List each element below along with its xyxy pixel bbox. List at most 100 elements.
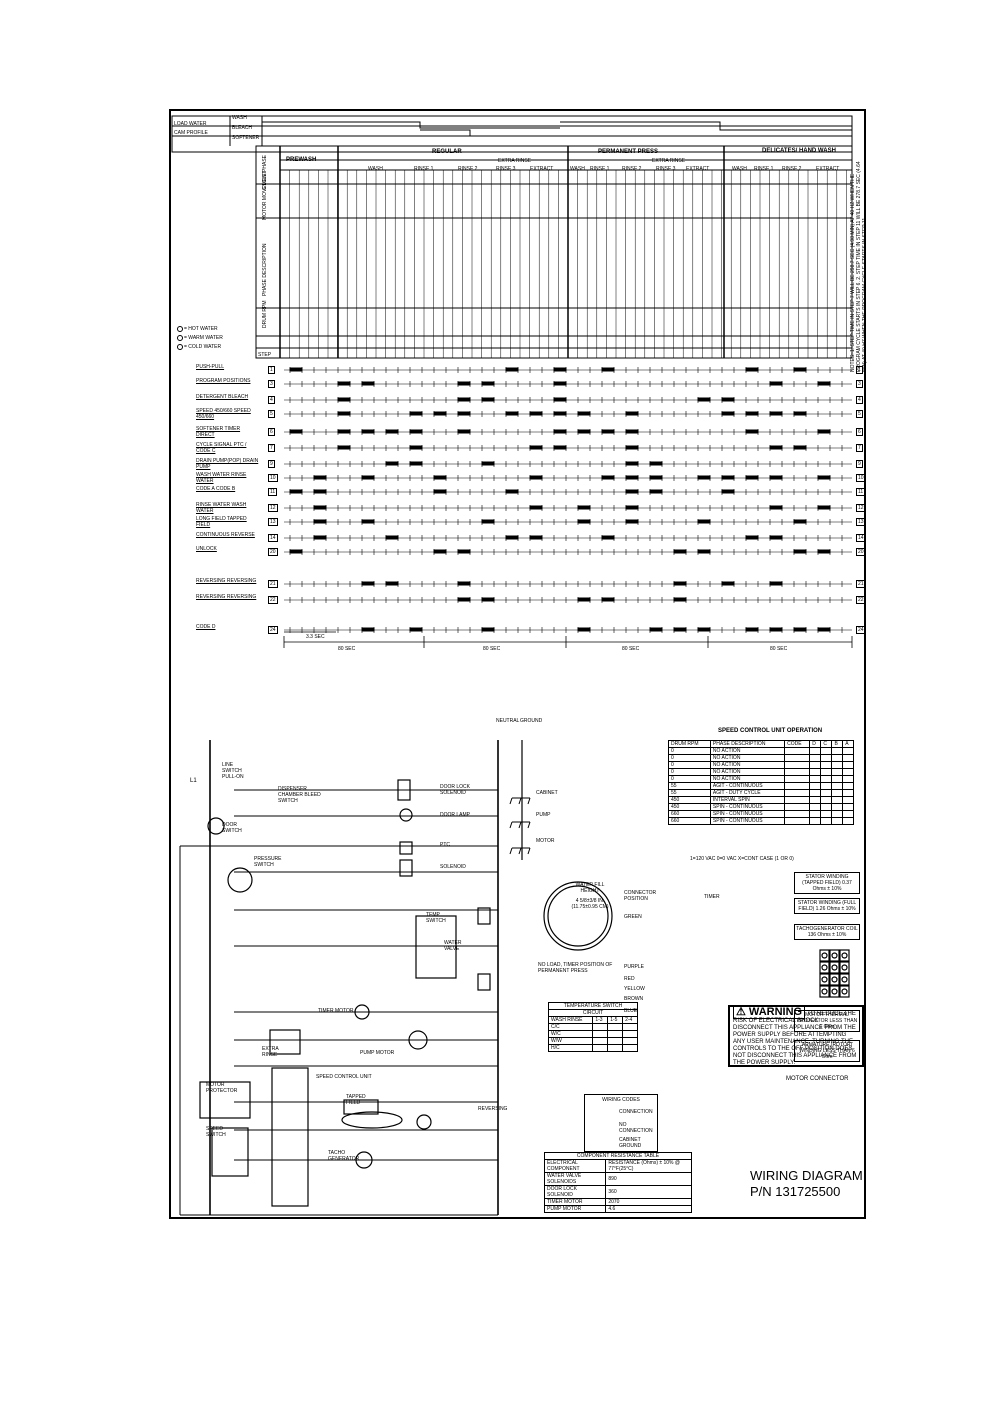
solenoid-coil [399, 859, 413, 877]
speed-control-unit [271, 1067, 309, 1207]
switch-row-label: PUSH-PULL [196, 364, 225, 370]
switch-number-left: 9 [268, 460, 275, 468]
contact-closed-bar [745, 475, 759, 480]
table-cell: NO ACTION [709, 754, 786, 762]
contact-closed-bar [697, 397, 711, 402]
contact-closed-bar [793, 519, 807, 524]
label-timer-motor: TIMER MOTOR [318, 1008, 354, 1014]
table-cell: TEMPERATURE SWITCH [548, 1002, 638, 1010]
contact-closed-bar [697, 549, 711, 554]
table-cell [592, 1030, 609, 1038]
table-cell: 450 [668, 796, 711, 804]
switch-number-right: 4 [856, 396, 863, 404]
phase-reg-extract: EXTRACT [530, 166, 554, 172]
contact-closed-bar [361, 519, 375, 524]
motor-terminal [819, 985, 830, 998]
switch-row-label: SPEED 450/660 SPEED 450/660 [196, 408, 251, 420]
contact-closed-bar [529, 475, 543, 480]
label-door-lock-solenoid: DOOR LOCK SOLENOID [440, 784, 471, 796]
contact-closed-bar [457, 429, 471, 434]
contact-closed-bar [337, 411, 351, 416]
contact-closed-bar [817, 429, 831, 434]
contact-closed-bar [673, 597, 687, 602]
phase-del-rinse2: RINSE 2 [782, 166, 802, 172]
label-tacho-generator: TACHO GENERATOR [328, 1150, 360, 1162]
legend-hot: = HOT WATER [184, 326, 218, 332]
contact-closed-bar [409, 445, 423, 450]
cycle-permanent-press: PERMANENT PRESS [598, 149, 659, 155]
contact-closed-bar [529, 505, 543, 510]
table-cell: SPIN - CONTINUOUS [709, 817, 786, 825]
table-cell: H/C [547, 1044, 594, 1052]
table-cell [622, 1037, 638, 1045]
contact-closed-bar [409, 627, 423, 632]
table-cell [784, 796, 811, 804]
table-cell [592, 1023, 609, 1031]
speed-table-header-cell: C [820, 740, 833, 748]
contact-closed-bar [409, 411, 423, 416]
connector-green: GREEN [624, 914, 642, 920]
table-cell [809, 768, 822, 776]
table-cell: 2-4 [622, 1016, 638, 1024]
label-drum-rpm: DRUM RPM [262, 300, 268, 329]
table-cell [809, 782, 822, 790]
table-cell [831, 775, 844, 783]
table-cell [607, 1044, 624, 1052]
table-cell [607, 1023, 624, 1031]
table-cell [809, 796, 822, 804]
phase-reg-rinse3: RINSE 3 [496, 166, 516, 172]
contact-closed-bar [577, 519, 591, 524]
label-tapped-field: TAPPED FIELD [346, 1094, 366, 1106]
motor-terminal-pin [821, 952, 828, 959]
contact-closed-bar [721, 489, 735, 494]
table-cell: 0 [668, 775, 711, 783]
switch-row-label: DRAIN PUMP(POP) DRAIN PUMP [196, 458, 259, 470]
timeline-period-2: 80 SEC [483, 646, 501, 652]
switch-number-left: 24 [268, 626, 278, 634]
label-line-switch: LINE SWITCH PULL-ON [222, 762, 244, 780]
cycle-delicates: DELICATES/ HAND WASH [762, 148, 836, 154]
contact-closed-bar [337, 381, 351, 386]
table-cell: 0 [668, 761, 711, 769]
table-row: H/C [547, 1044, 638, 1052]
contact-closed-bar [505, 411, 519, 416]
motor-terminal-pin [821, 988, 828, 995]
table-cell [809, 747, 822, 755]
contact-closed-bar [745, 367, 759, 372]
switch-number-right: 3 [856, 380, 863, 388]
contact-closed-bar [481, 381, 495, 386]
table-cell [842, 789, 854, 797]
switch-row-label: UNLOCK [196, 546, 217, 552]
diagram-title: WIRING DIAGRAM P/N 131725500 [750, 1168, 863, 1200]
contact-closed-bar [481, 597, 495, 602]
table-cell: NO ACTION [709, 747, 786, 755]
phase-del-rinse1: RINSE 1 [754, 166, 774, 172]
motor-winding-box: TACHOGENERATOR COIL 136 Ohms ± 10% [794, 924, 860, 940]
table-cell [592, 1037, 609, 1045]
table-cell [622, 1023, 638, 1031]
table-cell: INTERVAL SPIN [709, 796, 786, 804]
contact-closed-bar [505, 367, 519, 372]
table-row: W/C [547, 1030, 638, 1038]
table-cell [809, 789, 822, 797]
label-pump-motor: PUMP MOTOR [360, 1050, 395, 1056]
contact-closed-bar [649, 461, 663, 466]
extra-rinse-pp: EXTRA RINSE [652, 158, 686, 164]
water-fill-caption: NO LOAD, TIMER POSITION OF PERMANENT PRE… [538, 962, 613, 974]
table-cell [831, 810, 844, 818]
contact-closed-bar [793, 549, 807, 554]
tapped-field-winding [343, 1099, 379, 1115]
contact-closed-bar [673, 549, 687, 554]
motor-terminal-pin [821, 964, 828, 971]
table-cell [784, 768, 811, 776]
cam-row-bleach: BLEACH [232, 125, 253, 131]
warning-title: ⚠ WARNING [733, 1005, 806, 1019]
switch-number-left: 11 [268, 488, 278, 496]
ground-leg [527, 847, 531, 855]
contact-closed-bar [769, 381, 783, 386]
